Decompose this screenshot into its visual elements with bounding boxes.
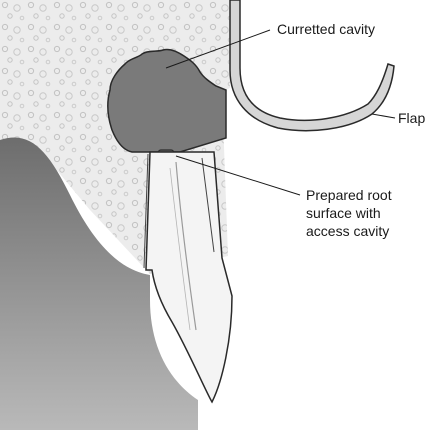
label-prepared-root-line1: Prepared root bbox=[306, 187, 392, 203]
label-flap: Flap bbox=[398, 110, 425, 126]
leader-line-flap bbox=[372, 114, 395, 118]
label-curretted-cavity: Curretted cavity bbox=[277, 21, 375, 37]
flap bbox=[230, 0, 394, 131]
label-prepared-root-line2: surface with bbox=[306, 205, 381, 221]
label-prepared-root-line3: access cavity bbox=[306, 223, 389, 239]
